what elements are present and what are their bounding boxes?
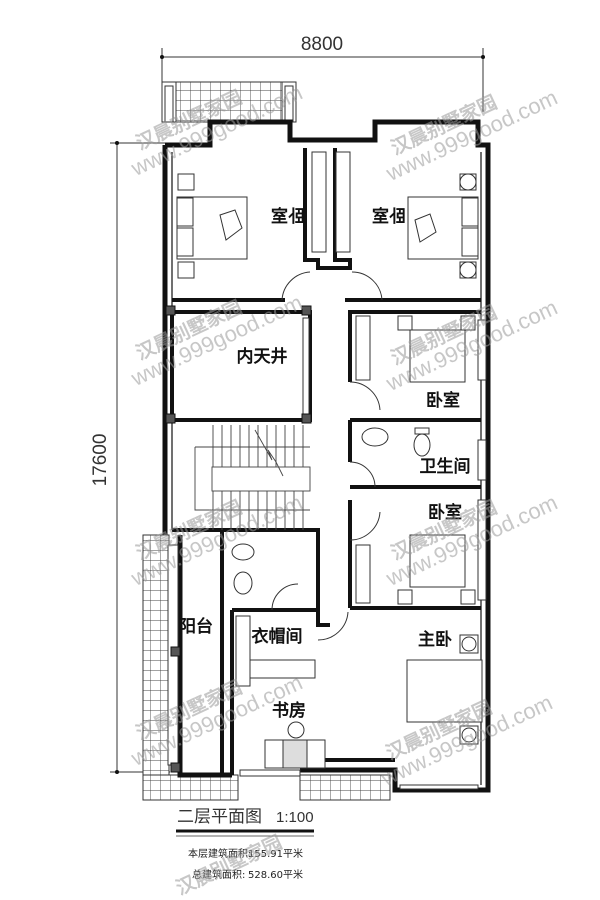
room-label-balcony: 阳台: [179, 616, 213, 637]
staircase: [194, 425, 311, 530]
width-dimension-label: 8800: [301, 34, 343, 55]
height-dimension-label: 17600: [90, 434, 111, 487]
top-balcony: [161, 81, 297, 123]
doors: [271, 271, 383, 641]
plan-scale: 1:100: [276, 809, 314, 826]
total-area-label: 总建筑面积:: [192, 868, 245, 881]
exterior-walls: [162, 119, 491, 793]
floor-area-label: 本层建筑面积:: [188, 847, 251, 860]
room-label-bedroom-east-1: 卧室: [426, 390, 460, 411]
room-label-bedroom-east-2: 卧室: [428, 502, 462, 523]
furniture: [176, 151, 483, 769]
room-label-master-bedroom: 主卧: [418, 629, 452, 650]
left-balcony-railing: [142, 534, 391, 801]
room-label-bedroom-ne: 卧室: [372, 206, 406, 227]
floor-area-value: 155.91平米: [248, 847, 303, 860]
plan-title: 二层平面图: [177, 807, 262, 827]
height-dimension: 17600: [90, 141, 170, 774]
watermark-brand: 汉晨别墅家园: [172, 831, 285, 900]
total-area-value: 528.60平米: [248, 868, 303, 881]
room-label-cloakroom: 衣帽间: [252, 626, 303, 647]
room-label-inner-courtyard: 内天井: [237, 346, 288, 367]
room-label-bedroom-nw: 卧室: [271, 206, 305, 227]
room-labels: 卧室 卧室 内天井 卧室 卫生间 卧室 阳台 衣帽间 主卧 书房: [179, 206, 471, 721]
columns: [165, 305, 312, 773]
width-dimension: 8800: [160, 34, 485, 112]
room-label-bathroom: 卫生间: [420, 456, 471, 477]
room-label-study: 书房: [272, 700, 306, 721]
interior-walls: [170, 148, 481, 775]
title-block: 二层平面图 1:100 本层建筑面积: 155.91平米 总建筑面积: 528.…: [176, 807, 314, 881]
